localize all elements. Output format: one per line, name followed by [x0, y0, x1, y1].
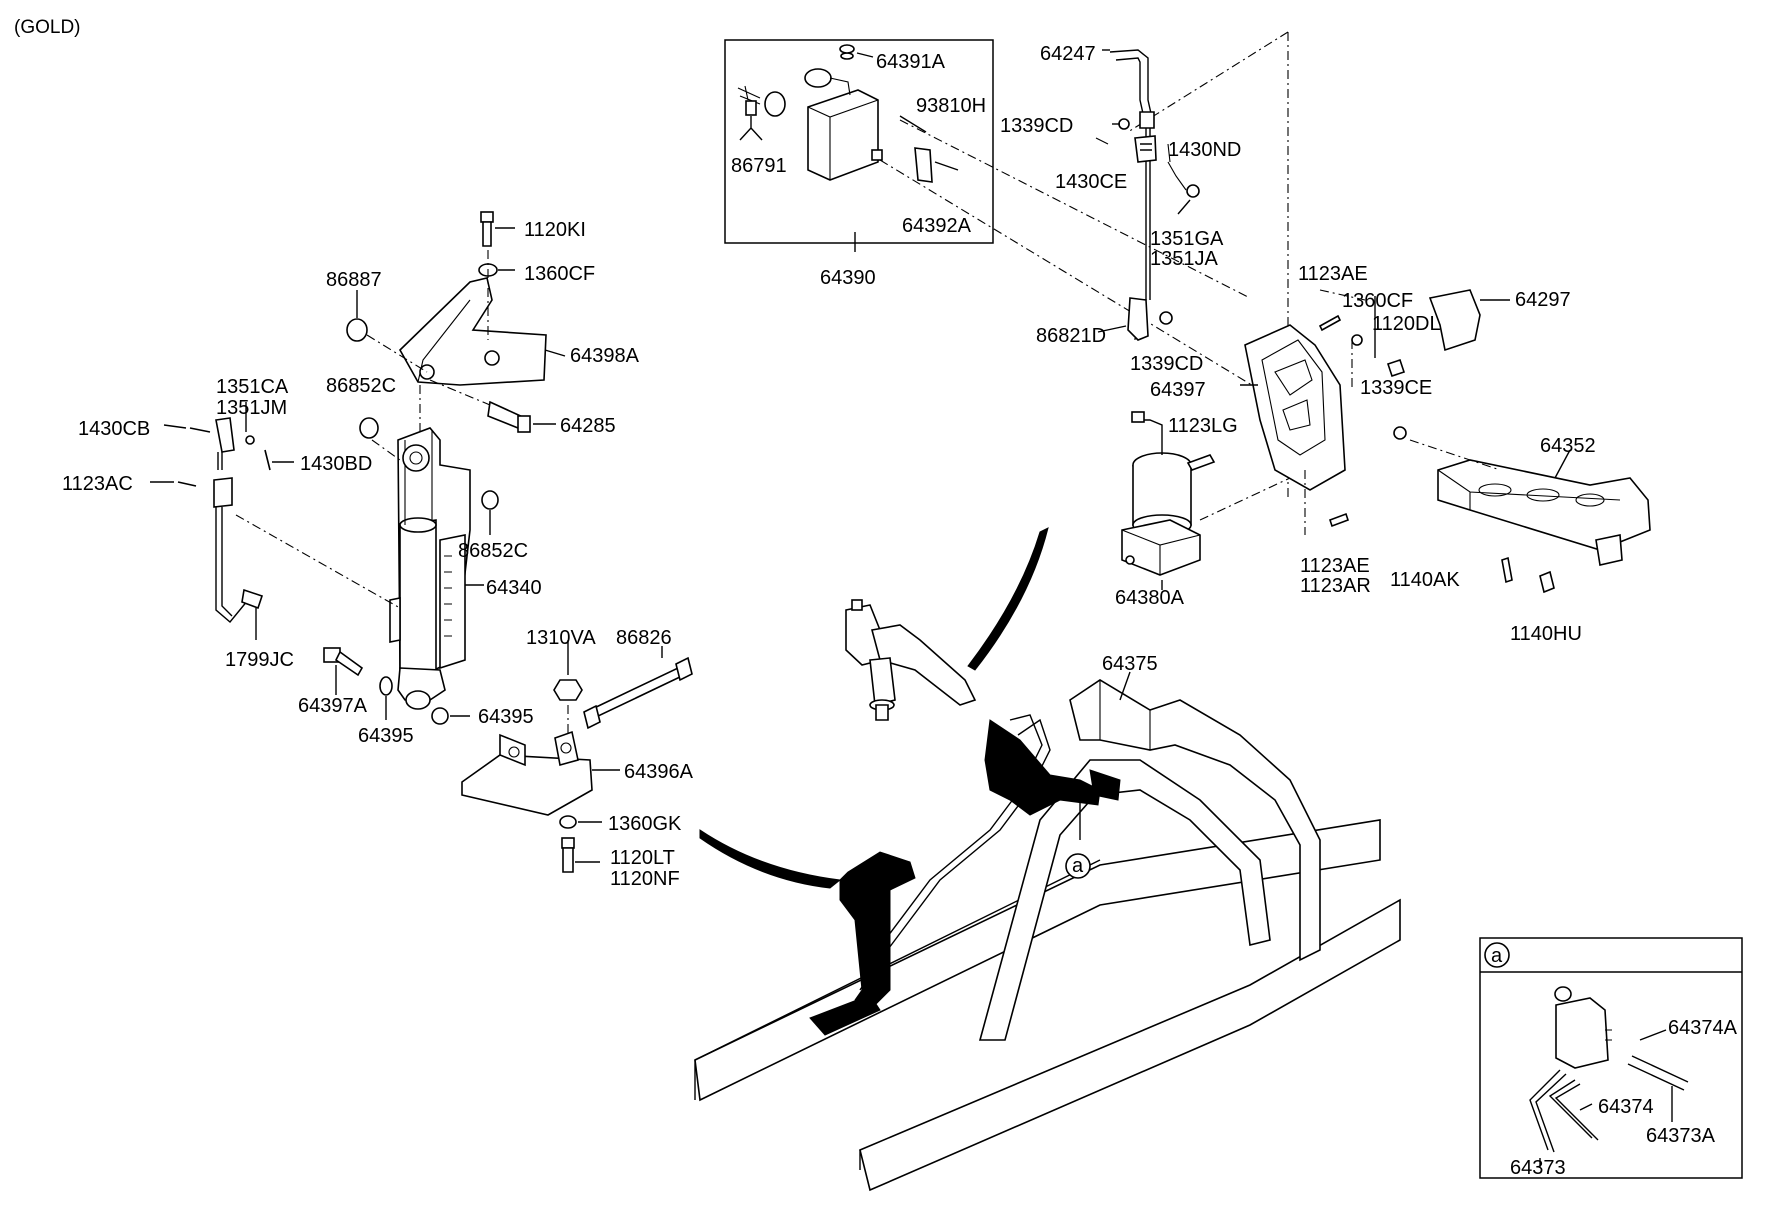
- bushing-86852C-left: [359, 417, 379, 439]
- label-64297: 64297: [1515, 289, 1571, 311]
- pump-64380A: 1123LG 64380A: [1115, 411, 1291, 609]
- detail-box-a: a 64374A 64374 64373A 64373: [1479, 937, 1743, 1179]
- label-1123AC: 1123AC: [62, 473, 133, 495]
- label-86821D: 86821D: [1036, 325, 1106, 347]
- crossmember-64352: 64297 64352 1140AK 1140HU: [1390, 289, 1651, 645]
- label-1120LT: 1120LT: [610, 847, 675, 869]
- label-93810H: 93810H: [916, 95, 986, 117]
- base-bracket-64396A: 64396A 1360GK 1120LT 1120NF: [461, 730, 694, 890]
- label-1360CF-right: 1360CF: [1342, 290, 1413, 312]
- label-64397A: 64397A: [298, 695, 368, 717]
- label-1360GK: 1360GK: [608, 813, 682, 835]
- label-64397: 64397: [1150, 379, 1206, 401]
- label-64374: 64374: [1598, 1096, 1654, 1118]
- label-1351CA: 1351CA: [216, 376, 289, 398]
- bolt-64397A: 64397A 64395 64395: [298, 647, 534, 747]
- rod-86826: 86826: [583, 627, 693, 730]
- label-64373A: 64373A: [1646, 1125, 1716, 1147]
- label-1140AK: 1140AK: [1390, 569, 1460, 591]
- label-86887: 86887: [326, 269, 382, 291]
- bushing-86852C-right: [481, 490, 499, 510]
- variant-header: (GOLD): [14, 17, 81, 38]
- label-86791: 86791: [731, 155, 787, 177]
- label-64374A: 64374A: [1668, 1017, 1738, 1039]
- label-86826: 86826: [616, 627, 672, 649]
- label-64395-bottom: 64395: [358, 725, 414, 747]
- bolts-right: 1123AE 1360CF 1120DL 1339CE 1123AE 1123A…: [1298, 263, 1441, 597]
- hose-64247: 64247 1339CD 1430ND 1430CE 1351GA 1351JA: [1000, 43, 1241, 300]
- label-64247: 64247: [1040, 43, 1096, 65]
- clip-86821D: 86821D 1339CD: [1036, 297, 1203, 375]
- callout-a: a: [1072, 855, 1084, 877]
- label-1310VA: 1310VA: [526, 627, 596, 649]
- label-1339CD-top: 1339CD: [1000, 115, 1073, 137]
- label-64395-right: 64395: [478, 706, 534, 728]
- label-1430CE: 1430CE: [1055, 171, 1127, 193]
- cylinder-64340: 64340: [371, 427, 542, 710]
- label-1430BD: 1430BD: [300, 453, 372, 475]
- label-1339CE: 1339CE: [1360, 377, 1432, 399]
- label-64373: 64373: [1510, 1157, 1566, 1179]
- label-1120NF: 1120NF: [610, 868, 680, 890]
- label-1123AE-bottom: 1123AE: [1300, 555, 1370, 577]
- pump-assembly-box: 64391A 93810H 86791 64392A 64390: [724, 39, 994, 289]
- label-1339CD-mid: 1339CD: [1130, 353, 1203, 375]
- label-64391A: 64391A: [876, 51, 946, 73]
- label-1123AE-top: 1123AE: [1298, 263, 1368, 285]
- label-64375: 64375: [1102, 653, 1158, 675]
- pump-view-mid: [845, 599, 977, 721]
- label-1430ND: 1430ND: [1168, 139, 1241, 161]
- label-1430CB: 1430CB: [78, 418, 150, 440]
- label-64398A: 64398A: [570, 345, 640, 367]
- label-86852C-bottom: 86852C: [458, 540, 528, 562]
- cable-assembly: 1351CA 1351JM 1430CB 1430BD 1123AC 1799J…: [62, 376, 401, 671]
- label-1140HU: 1140HU: [1510, 623, 1582, 645]
- label-1351JM: 1351JM: [216, 397, 287, 419]
- detail-marker: a: [1491, 945, 1503, 967]
- label-64396A: 64396A: [624, 761, 694, 783]
- label-64352: 64352: [1540, 435, 1596, 457]
- label-64285: 64285: [560, 415, 616, 437]
- bracket-64398A: 1120KI 1360CF 86887 64398A 86852C 64285: [326, 211, 640, 440]
- label-1123AR: 1123AR: [1300, 575, 1371, 597]
- label-64380A: 64380A: [1115, 587, 1185, 609]
- label-1799JC: 1799JC: [225, 649, 294, 671]
- label-64390: 64390: [820, 267, 876, 289]
- highlighted-parts: a: [699, 527, 1121, 1036]
- label-1120KI: 1120KI: [524, 219, 586, 241]
- label-86852C-top: 86852C: [326, 375, 396, 397]
- nut-1310VA: 1310VA: [526, 627, 596, 800]
- label-1123LG: 1123LG: [1168, 415, 1238, 437]
- chassis-frame: 64375: [694, 653, 1401, 1192]
- label-64392A: 64392A: [902, 215, 972, 237]
- label-1351JA: 1351JA: [1150, 248, 1218, 270]
- label-1360CF-left: 1360CF: [524, 263, 595, 285]
- label-1120DL: 1120DL: [1372, 313, 1441, 335]
- label-1351GA: 1351GA: [1150, 228, 1224, 250]
- bracket-64397: 64397: [1150, 324, 1346, 491]
- label-64340: 64340: [486, 577, 542, 599]
